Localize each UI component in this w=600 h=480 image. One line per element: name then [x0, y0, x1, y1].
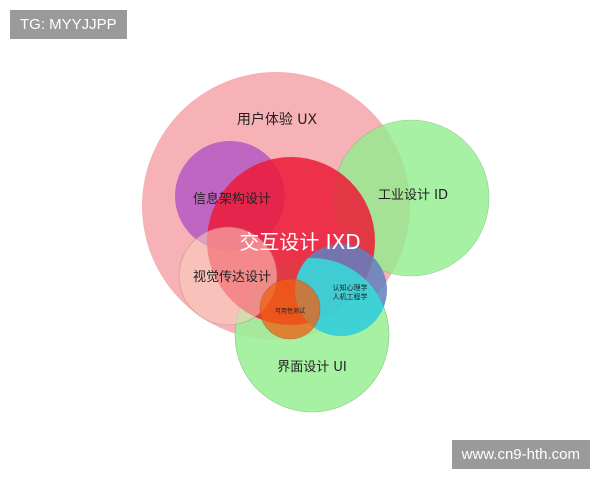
label-visual-communication: 视觉传达设计 [193, 270, 271, 285]
watermark-top-left: TG: MYYJJPP [10, 10, 127, 39]
watermark-bottom-right: www.cn9-hth.com [451, 440, 590, 469]
circle-visual-communication [178, 226, 278, 326]
label-usability: 可用性测试 [275, 307, 305, 315]
label-id: 工业设计 ID [378, 188, 448, 203]
label-cognitive-2: 人机工程学 [333, 292, 368, 301]
label-ia: 信息架构设计 [193, 191, 271, 207]
label-ux: 用户体验 UX [237, 111, 318, 128]
label-cognitive-1: 认知心理学 [333, 283, 368, 292]
label-ixd: 交互设计 IXD [239, 230, 360, 254]
label-ui: 界面设计 UI [277, 360, 346, 375]
circle-usability [259, 278, 321, 340]
